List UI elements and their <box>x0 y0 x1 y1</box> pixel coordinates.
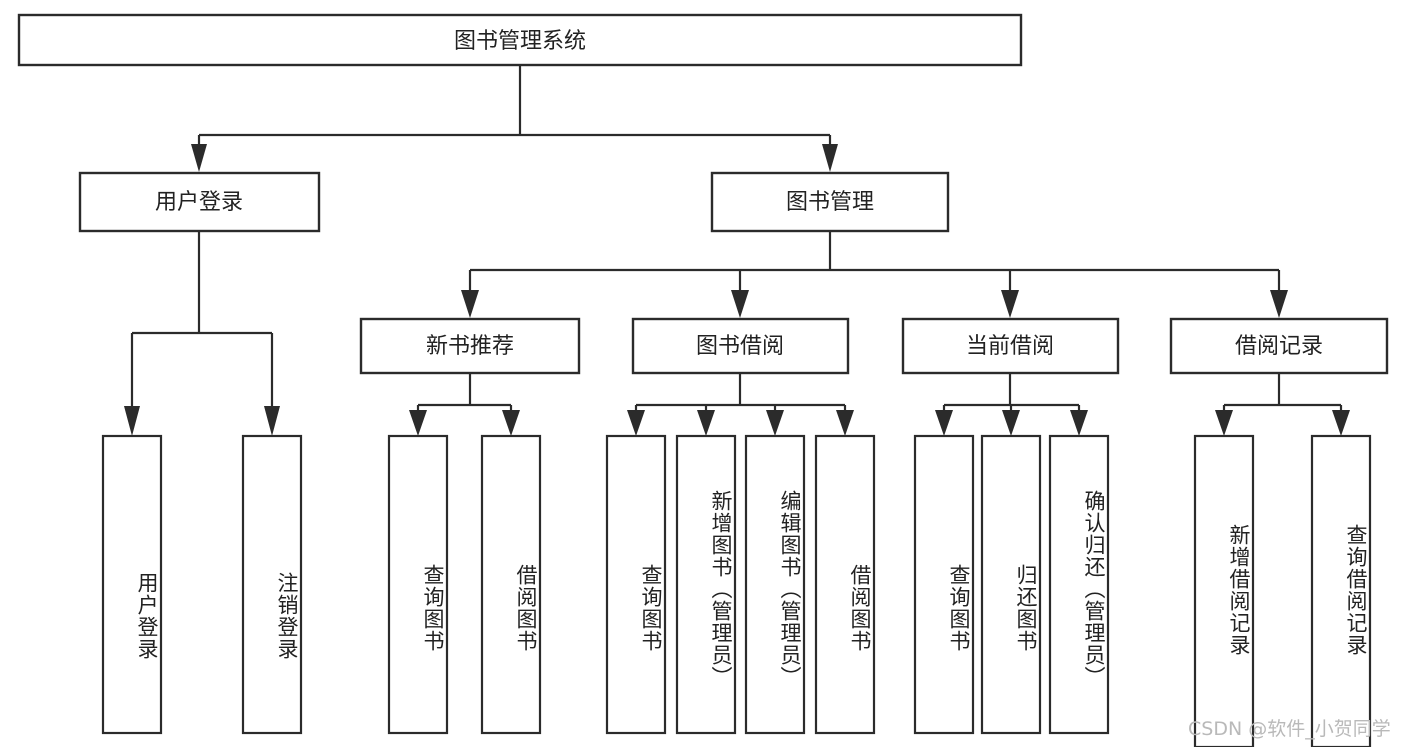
leaf-box-confirm-return[interactable] <box>1048 434 1110 735</box>
arrow-to-leaf-query-book-1 <box>409 410 427 436</box>
leaf-box-query-record[interactable] <box>1310 434 1372 747</box>
node-root-box[interactable] <box>17 13 1023 67</box>
leaf-box-borrow-book-2[interactable] <box>814 434 876 735</box>
arrow-to-leaf-user-login <box>124 406 140 436</box>
arrow-to-borrow-record <box>1270 290 1288 318</box>
arrow-to-leaf-borrow-book-1 <box>502 410 520 436</box>
node-book-management-box[interactable] <box>710 171 950 233</box>
arrow-to-leaf-query-book-3 <box>935 410 953 436</box>
arrow-to-leaf-return-book <box>1002 410 1020 436</box>
csdn-watermark: CSDN @软件_小贺同学 <box>1188 718 1391 740</box>
arrow-to-new-book-recommend <box>461 290 479 318</box>
arrow-to-leaf-logout <box>264 406 280 436</box>
arrow-to-leaf-confirm-return <box>1070 410 1088 436</box>
arrow-to-leaf-borrow-book-2 <box>836 410 854 436</box>
leaf-box-add-book[interactable] <box>675 434 737 735</box>
node-current-borrow-box[interactable] <box>901 317 1120 375</box>
arrow-to-book-management <box>822 144 838 172</box>
node-current-borrow-label: 当前借阅 <box>966 334 1054 359</box>
node-book-borrow-box[interactable] <box>631 317 850 375</box>
arrow-to-leaf-add-record <box>1215 410 1233 436</box>
leaf-box-query-book-1[interactable] <box>387 434 449 735</box>
node-borrow-record-box[interactable] <box>1169 317 1389 375</box>
node-new-book-recommend-label: 新书推荐 <box>426 334 514 359</box>
arrow-to-leaf-query-record <box>1332 410 1350 436</box>
node-book-borrow-label: 图书借阅 <box>696 334 784 359</box>
node-root-label: 图书管理系统 <box>454 29 586 54</box>
leaf-box-query-book-3[interactable] <box>913 434 975 735</box>
arrow-to-current-borrow <box>1001 290 1019 318</box>
leaf-box-query-book-2[interactable] <box>605 434 667 735</box>
leaf-box-edit-book[interactable] <box>744 434 806 735</box>
arrow-to-leaf-query-book-2 <box>627 410 645 436</box>
node-borrow-record-label: 借阅记录 <box>1235 334 1323 359</box>
arrow-to-leaf-edit-book <box>766 410 784 436</box>
leaf-box-add-record[interactable] <box>1193 434 1255 747</box>
node-user-login-label: 用户登录 <box>155 190 243 215</box>
arrow-to-book-borrow <box>731 290 749 318</box>
leaf-box-logout[interactable] <box>241 434 303 735</box>
arrow-to-user-login <box>191 144 207 172</box>
node-book-management-label: 图书管理 <box>786 190 874 215</box>
arrow-to-leaf-add-book <box>697 410 715 436</box>
node-new-book-recommend-box[interactable] <box>359 317 581 375</box>
leaf-box-return-book[interactable] <box>980 434 1042 735</box>
leaf-box-borrow-book-1[interactable] <box>480 434 542 735</box>
leaf-box-user-login[interactable] <box>101 434 163 735</box>
